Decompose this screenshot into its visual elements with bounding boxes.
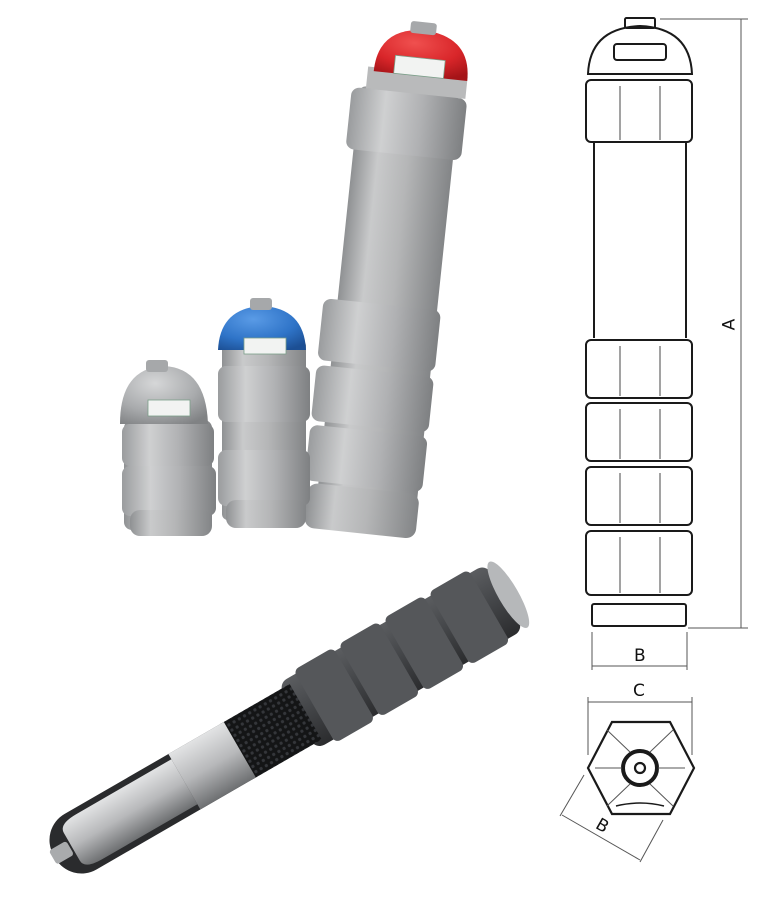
accumulator-medium-blue — [218, 298, 310, 528]
accumulator-small-grey — [120, 360, 216, 536]
accumulator-cutaway — [49, 561, 530, 874]
end-view-hexagon — [586, 720, 696, 816]
dimension-a-label: A — [719, 318, 740, 331]
dimension-b-diagonal-line — [559, 774, 664, 863]
dimension-b-line — [591, 632, 688, 670]
dimension-c-line — [587, 697, 693, 755]
accumulator-large-red — [304, 21, 468, 539]
side-elevation — [585, 17, 694, 627]
dimension-a-line — [660, 18, 748, 629]
dimension-b-label: B — [634, 646, 646, 666]
dimension-c-label: C — [633, 681, 645, 701]
